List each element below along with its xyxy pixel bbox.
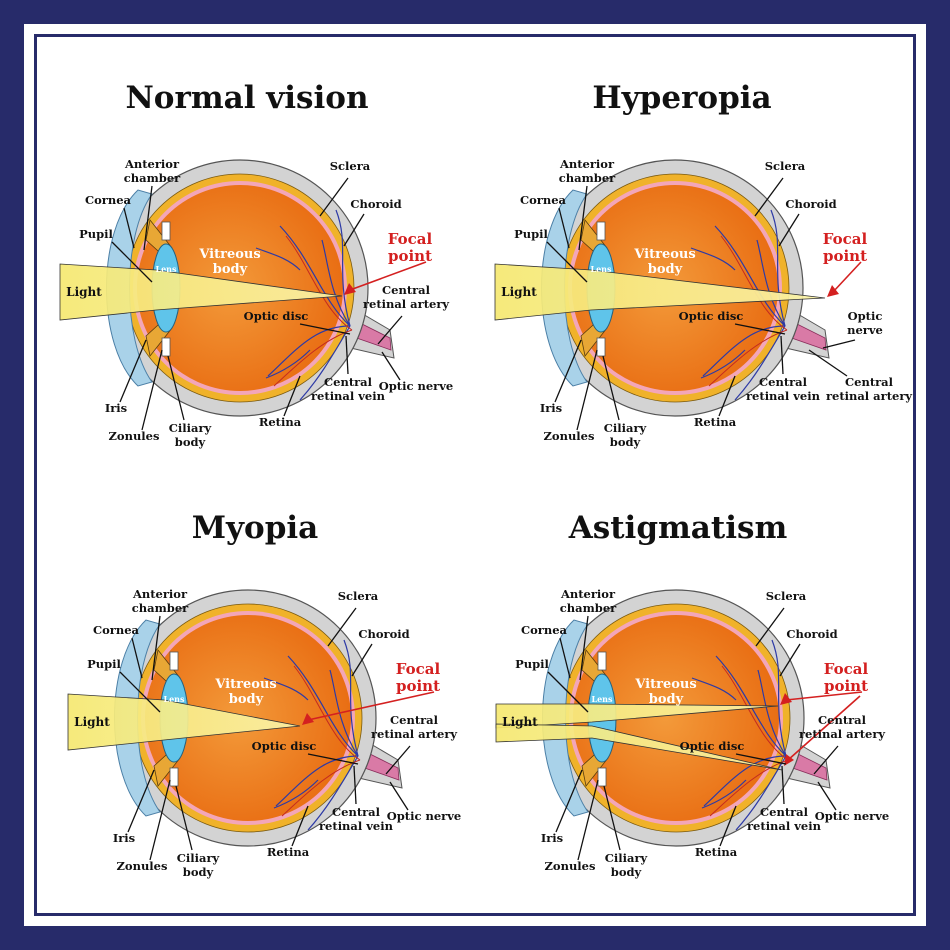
- label-cornea: Cornea: [85, 193, 132, 207]
- label-lens: Lens: [163, 694, 185, 704]
- label-retina: Retina: [695, 845, 738, 859]
- label-choroid: Choroid: [350, 197, 401, 211]
- label-lens: Lens: [590, 264, 612, 274]
- label-ciliary-body: Ciliarybody: [604, 421, 647, 449]
- label-lens: Lens: [155, 264, 177, 274]
- panel-title-normal: Normal vision: [37, 80, 457, 116]
- label-focal-point: Focalpoint: [396, 660, 441, 695]
- eye-diagram-myopia: LensLightVitreousbodyAnteriorchamberCorn…: [68, 580, 508, 910]
- label-iris: Iris: [105, 401, 127, 415]
- panel-title-hyperopia: Hyperopia: [472, 80, 892, 116]
- label-light: Light: [66, 285, 102, 299]
- label-optic-disc: Optic disc: [244, 309, 309, 323]
- ciliary-body-lower: [170, 768, 178, 786]
- label-iris: Iris: [541, 831, 563, 845]
- label-iris: Iris: [113, 831, 135, 845]
- label-sclera: Sclera: [766, 589, 807, 603]
- label-optic-disc: Optic disc: [679, 309, 744, 323]
- ciliary-body-lower: [598, 768, 606, 786]
- label-optic-nerve: Opticnerve: [847, 309, 883, 337]
- label-choroid: Choroid: [358, 627, 409, 641]
- label-optic-nerve: Optic nerve: [815, 809, 889, 823]
- label-light: Light: [502, 715, 538, 729]
- label-pupil: Pupil: [79, 227, 113, 241]
- focal-point-arrow: [827, 262, 861, 297]
- label-sclera: Sclera: [330, 159, 371, 173]
- label-anterior-chamber: Anteriorchamber: [124, 157, 181, 185]
- label-zonules: Zonules: [109, 429, 160, 443]
- label-iris: Iris: [540, 401, 562, 415]
- ciliary-body-upper: [597, 222, 605, 240]
- label-pupil: Pupil: [87, 657, 121, 671]
- label-zonules: Zonules: [544, 429, 595, 443]
- panel-title-astigmatism: Astigmatism: [468, 510, 888, 546]
- label-pupil: Pupil: [514, 227, 548, 241]
- ciliary-body-lower: [597, 338, 605, 356]
- label-lens: Lens: [591, 694, 613, 704]
- label-focal-point: Focalpoint: [823, 230, 868, 265]
- label-optic-nerve: Optic nerve: [379, 379, 453, 393]
- label-cornea: Cornea: [520, 193, 567, 207]
- label-zonules: Zonules: [117, 859, 168, 873]
- ciliary-body-lower: [162, 338, 170, 356]
- label-cornea: Cornea: [93, 623, 140, 637]
- label-optic-disc: Optic disc: [680, 739, 745, 753]
- eye-diagram-normal: LensLightVitreousbodyAnteriorchamberCorn…: [60, 150, 500, 480]
- label-choroid: Choroid: [786, 627, 837, 641]
- label-sclera: Sclera: [338, 589, 379, 603]
- label-light: Light: [74, 715, 110, 729]
- label-retina: Retina: [259, 415, 302, 429]
- ciliary-body-upper: [598, 652, 606, 670]
- label-zonules: Zonules: [545, 859, 596, 873]
- label-light: Light: [501, 285, 537, 299]
- label-retina: Retina: [267, 845, 310, 859]
- label-choroid: Choroid: [785, 197, 836, 211]
- label-central-retinal-artery: Centralretinal artery: [371, 713, 457, 741]
- label-pupil: Pupil: [515, 657, 549, 671]
- panel-title-myopia: Myopia: [45, 510, 465, 546]
- ciliary-body-upper: [162, 222, 170, 240]
- label-sclera: Sclera: [765, 159, 806, 173]
- leader-optic-nerve: [823, 340, 855, 348]
- ciliary-body-upper: [170, 652, 178, 670]
- label-optic-disc: Optic disc: [252, 739, 317, 753]
- label-retina: Retina: [694, 415, 737, 429]
- label-optic-nerve: Optic nerve: [387, 809, 461, 823]
- label-cornea: Cornea: [521, 623, 568, 637]
- label-anterior-chamber: Anteriorchamber: [560, 587, 617, 615]
